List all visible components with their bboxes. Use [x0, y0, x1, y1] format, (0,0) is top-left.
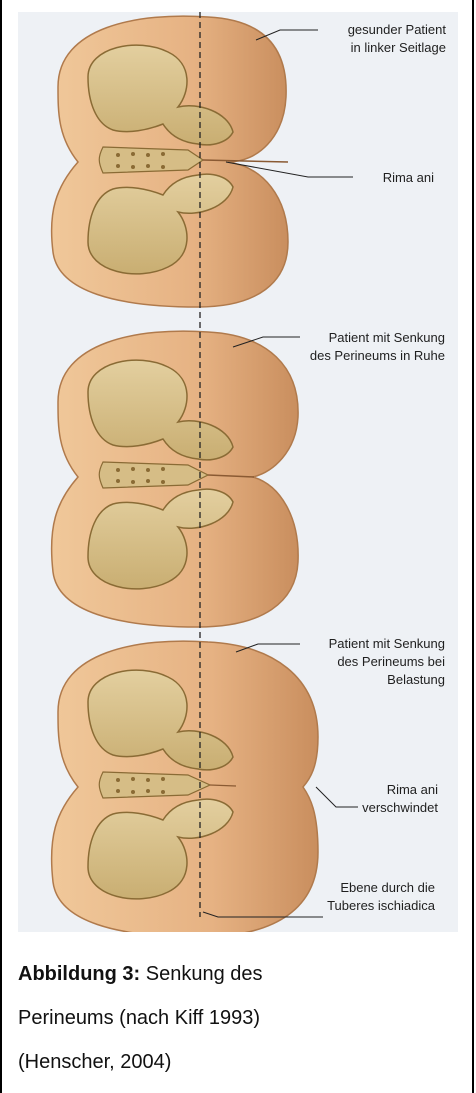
figure-caption: Abbildung 3: Senkung des Perineums (nach… — [18, 952, 458, 1084]
caption-label: Abbildung 3: — [18, 963, 140, 985]
label-rima-ani-vanishes-line1: Rima ani — [387, 782, 438, 797]
label-plane-line1: Ebene durch die — [340, 880, 435, 895]
caption-line-2: Perineums (nach Kiff 1993) — [18, 996, 458, 1040]
label-rima-ani: Rima ani — [383, 170, 434, 185]
label-descent-rest-line1: Patient mit Senkung — [329, 330, 445, 345]
panel-healthy-patient — [52, 16, 288, 307]
label-healthy-patient-line2: in linker Seitlage — [351, 40, 446, 55]
label-plane-line2: Tuberes ischiadica — [327, 898, 436, 913]
label-descent-rest-line2: des Perineums in Ruhe — [310, 348, 445, 363]
label-descent-strain-line3: Belastung — [387, 672, 445, 687]
sacrum — [99, 147, 203, 173]
label-rima-ani-vanishes-line2: verschwindet — [362, 800, 438, 815]
caption-line-3: (Henscher, 2004) — [18, 1040, 458, 1084]
label-healthy-patient-line1: gesunder Patient — [348, 22, 447, 37]
caption-text-line1: Senkung des — [140, 963, 262, 985]
label-descent-strain-line1: Patient mit Senkung — [329, 636, 445, 651]
perineum-illustration: gesunder Patient in linker Seitlage Rima… — [18, 12, 458, 932]
caption-line-1: Abbildung 3: Senkung des — [18, 952, 458, 996]
panel-descent-under-strain — [52, 641, 318, 932]
label-descent-strain-line2: des Perineums bei — [337, 654, 445, 669]
